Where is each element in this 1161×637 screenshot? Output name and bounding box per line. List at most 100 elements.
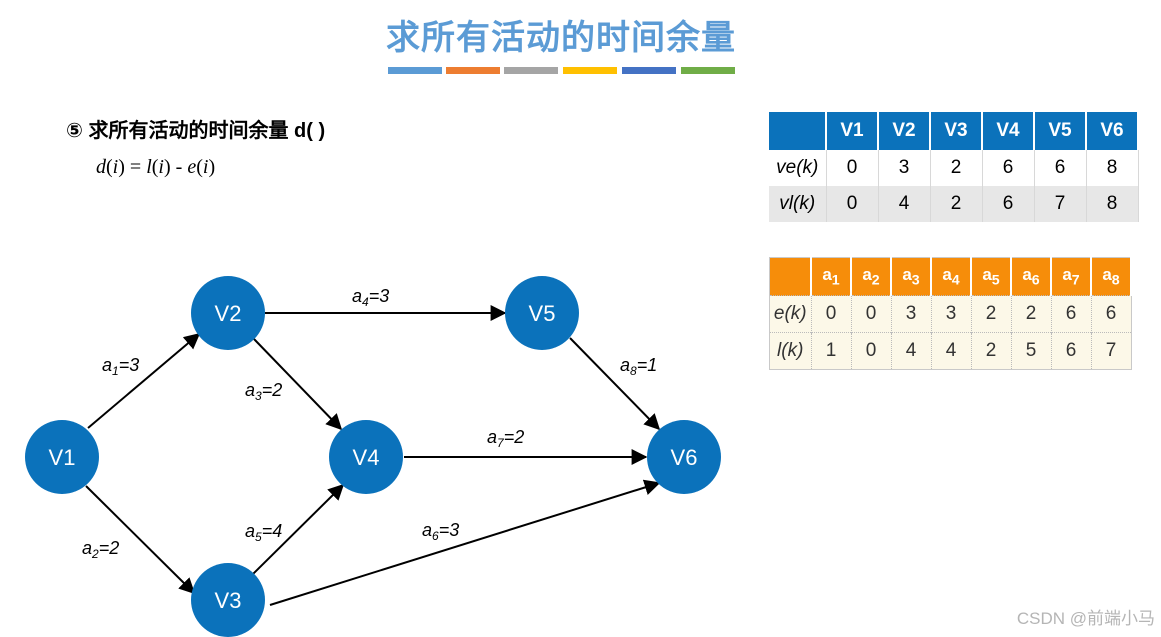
activity-header-sub: 6 — [1031, 272, 1040, 289]
table-cell: 0 — [851, 332, 892, 370]
table-cell: 0 — [851, 295, 892, 333]
activity-header-base: a — [1062, 264, 1072, 284]
node-v6-label: V6 — [671, 445, 698, 470]
table-corner — [769, 112, 827, 150]
activity-header-sub: 7 — [1071, 272, 1080, 289]
edge-label-value: =3 — [369, 286, 390, 306]
page-title: 求所有活动的时间余量 — [386, 19, 736, 57]
table-cell: 7 — [1034, 186, 1087, 222]
table-cell: 2 — [930, 186, 983, 222]
edge-label-sub: 5 — [255, 530, 262, 544]
edge-label-base: a — [245, 521, 255, 541]
table-cell: 4 — [878, 186, 931, 222]
color-bar-3 — [504, 67, 558, 74]
activity-header: a2 — [851, 257, 892, 296]
activity-header-base: a — [1102, 264, 1112, 284]
activity-time-table: a1 a2 a3 a4 a5 a6 a7 a8 e(k) 0 0 3 3 2 2… — [769, 257, 1132, 370]
slack-formula: d(i) = l(i) - e(i) — [96, 156, 216, 178]
activity-header: a6 — [1011, 257, 1052, 296]
edge-a3-arrow — [253, 338, 343, 431]
edge-label-sub: 4 — [362, 295, 369, 309]
edge-label-value: =2 — [262, 380, 283, 400]
formula-lhs-arg: i — [112, 156, 119, 178]
formula-minus: - — [170, 156, 188, 178]
activity-header-sub: 5 — [991, 272, 1000, 289]
table-cell: 5 — [1011, 332, 1052, 370]
table-row: vl(k) 0 4 2 6 7 8 — [769, 186, 1139, 222]
activity-table-header: a1 a2 a3 a4 a5 a6 a7 a8 — [769, 257, 1132, 296]
table-cell: 6 — [1034, 150, 1087, 186]
edge-label-a4: a4=3 — [352, 286, 389, 309]
node-v5-circle — [505, 276, 579, 350]
activity-header-sub: 3 — [911, 272, 920, 289]
edge-a5-arrow — [251, 483, 345, 576]
table-cell: 8 — [1086, 186, 1139, 222]
activity-header-base: a — [902, 264, 912, 284]
row-label: vl(k) — [769, 186, 827, 222]
edge-label-value: =1 — [637, 355, 658, 375]
watermark: CSDN @前端小马 — [1016, 609, 1155, 628]
activity-header: a5 — [971, 257, 1012, 296]
row-label: e(k) — [769, 295, 812, 333]
edge-label-base: a — [487, 427, 497, 447]
table-cell: 6 — [1051, 295, 1092, 333]
edge-label-base: a — [620, 355, 630, 375]
edge-label-value: =4 — [262, 521, 283, 541]
edge-label-value: =3 — [119, 355, 140, 375]
node-v6-circle — [647, 420, 721, 494]
edge-label-sub: 8 — [630, 364, 637, 378]
row-label: l(k) — [769, 332, 812, 370]
edge-a8-arrow — [569, 337, 661, 431]
formula-t2-arg: i — [202, 156, 209, 178]
table-cell: 8 — [1086, 150, 1139, 186]
edge-a2-arrow — [85, 485, 196, 595]
edge-a6-arrow — [269, 479, 661, 606]
table-cell: 2 — [971, 332, 1012, 370]
activity-header: a7 — [1051, 257, 1092, 296]
edge-label-a1: a1=3 — [102, 355, 139, 378]
activity-header-base: a — [862, 264, 872, 284]
table-cell: 4 — [931, 332, 972, 370]
activity-header-sub: 8 — [1111, 272, 1120, 289]
color-bar-2 — [446, 67, 500, 74]
color-bar-1 — [388, 67, 442, 74]
node-v2-label: V2 — [215, 301, 242, 326]
table-row: l(k) 1 0 4 4 2 5 6 7 — [769, 332, 1132, 370]
node-v4-circle — [329, 420, 403, 494]
edge-label-value: =2 — [504, 427, 525, 447]
table-cell: 0 — [811, 295, 852, 333]
table-cell: 0 — [826, 150, 879, 186]
vertex-header: V6 — [1086, 112, 1139, 150]
activity-header: a4 — [931, 257, 972, 296]
edge-label-value: =3 — [439, 520, 460, 540]
row-label: ve(k) — [769, 150, 827, 186]
activity-header-base: a — [1022, 264, 1032, 284]
edge-label-base: a — [422, 520, 432, 540]
edge-label-sub: 3 — [255, 389, 262, 403]
edge-label-sub: 2 — [91, 547, 99, 561]
aoe-network-graph: a1=3 a2=2 a3=2 a4=3 a5=4 a6=3 a7=2 a8=1 … — [25, 276, 721, 637]
edge-label-a7: a7=2 — [487, 427, 524, 450]
edge-label-base: a — [245, 380, 255, 400]
section-heading: ⑤ 求所有活动的时间余量 d( ) — [66, 120, 326, 142]
activity-header-sub: 2 — [871, 272, 880, 289]
activity-header-base: a — [982, 264, 992, 284]
vertex-header: V4 — [982, 112, 1035, 150]
edge-label-a2: a2=2 — [82, 538, 119, 561]
edge-label-sub: 7 — [497, 436, 505, 450]
table-corner — [769, 257, 812, 296]
edge-label-a8: a8=1 — [620, 355, 657, 378]
color-bar-5 — [622, 67, 676, 74]
table-cell: 6 — [982, 150, 1035, 186]
table-cell: 6 — [982, 186, 1035, 222]
edge-label-sub: 1 — [112, 364, 119, 378]
activity-header: a8 — [1091, 257, 1132, 296]
edge-label-a5: a5=4 — [245, 521, 282, 544]
formula-t1-arg: i — [158, 156, 164, 178]
formula-t1-fn: l — [146, 156, 152, 178]
table-cell: 3 — [891, 295, 932, 333]
edge-label-value: =2 — [99, 538, 120, 558]
vertex-header: V2 — [878, 112, 931, 150]
node-v1-circle — [25, 420, 99, 494]
activity-header: a1 — [811, 257, 852, 296]
